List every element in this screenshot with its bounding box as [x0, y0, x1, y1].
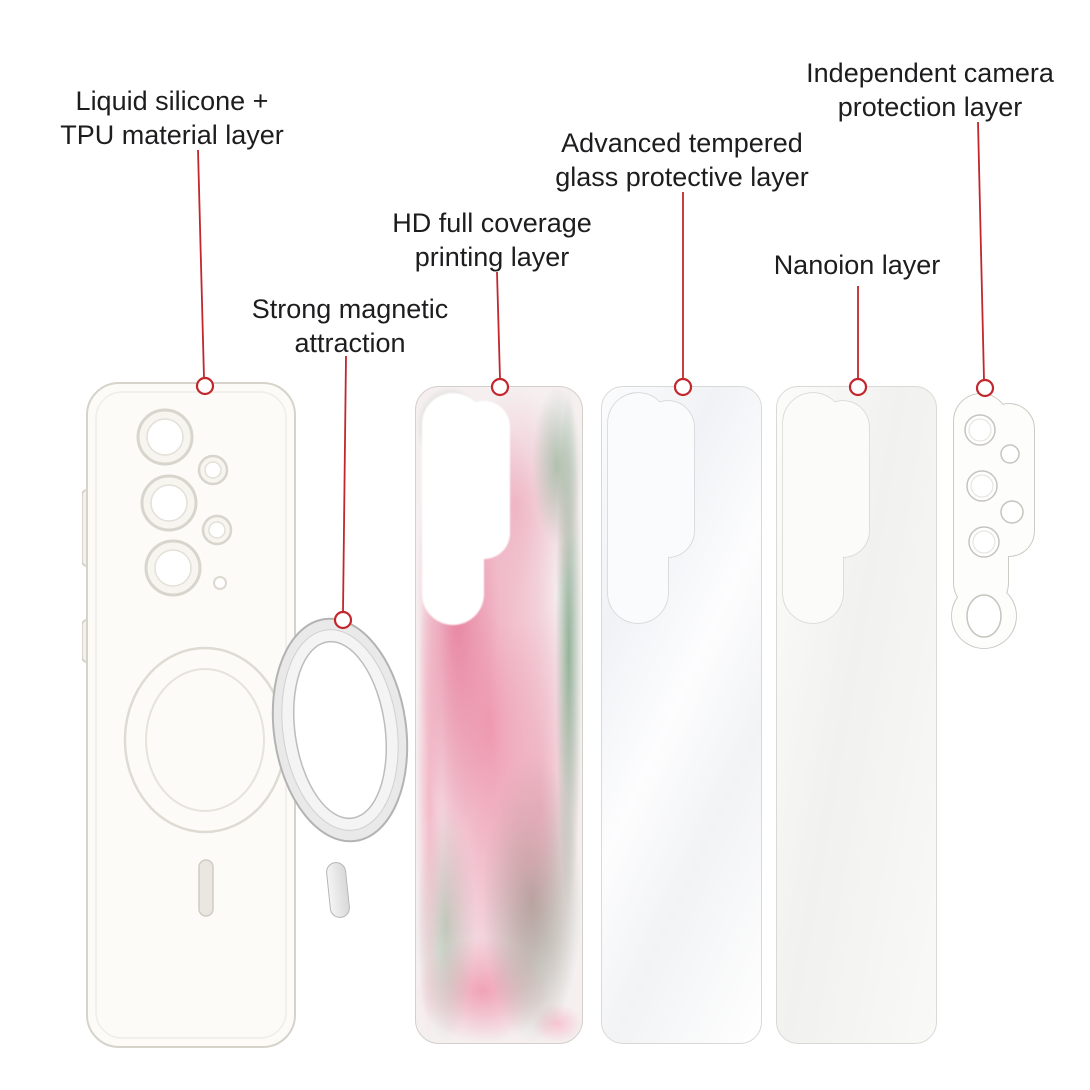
camera-piece-body	[951, 393, 1035, 649]
case-body	[86, 382, 296, 1048]
case-magnet-slot	[198, 859, 214, 917]
camera-protection-piece	[951, 393, 1035, 649]
label-liquid-silicone-tpu-layer: Liquid silicone + TPU material layer	[60, 86, 284, 151]
phone-case	[82, 382, 296, 1048]
nanoion-layer-camera-cutout	[782, 392, 870, 624]
camera-lens-rings	[136, 408, 233, 597]
callout-line-strong-magnetic	[342, 355, 347, 613]
magnetic-ring	[271, 617, 409, 843]
printed-layer	[415, 386, 583, 1044]
label-camera-protection-layer: Independent camera protection layer	[806, 58, 1054, 123]
label-strong-magnetic-attraction: Strong magnetic attraction	[251, 294, 449, 359]
magnetic-ring-bar	[325, 861, 351, 919]
camera-piece-lens-holes	[964, 414, 1024, 638]
nanoion-layer	[776, 386, 937, 1044]
glass-layer-camera-cutout	[607, 392, 695, 624]
label-nanoion-layer: Nanoion layer	[773, 250, 941, 280]
label-hd-printing-layer: HD full coverage printing layer	[392, 208, 592, 273]
label-tempered-glass-layer: Advanced tempered glass protective layer	[555, 128, 809, 193]
tempered-glass-layer	[601, 386, 762, 1044]
printed-layer-camera-cutout	[422, 393, 510, 625]
